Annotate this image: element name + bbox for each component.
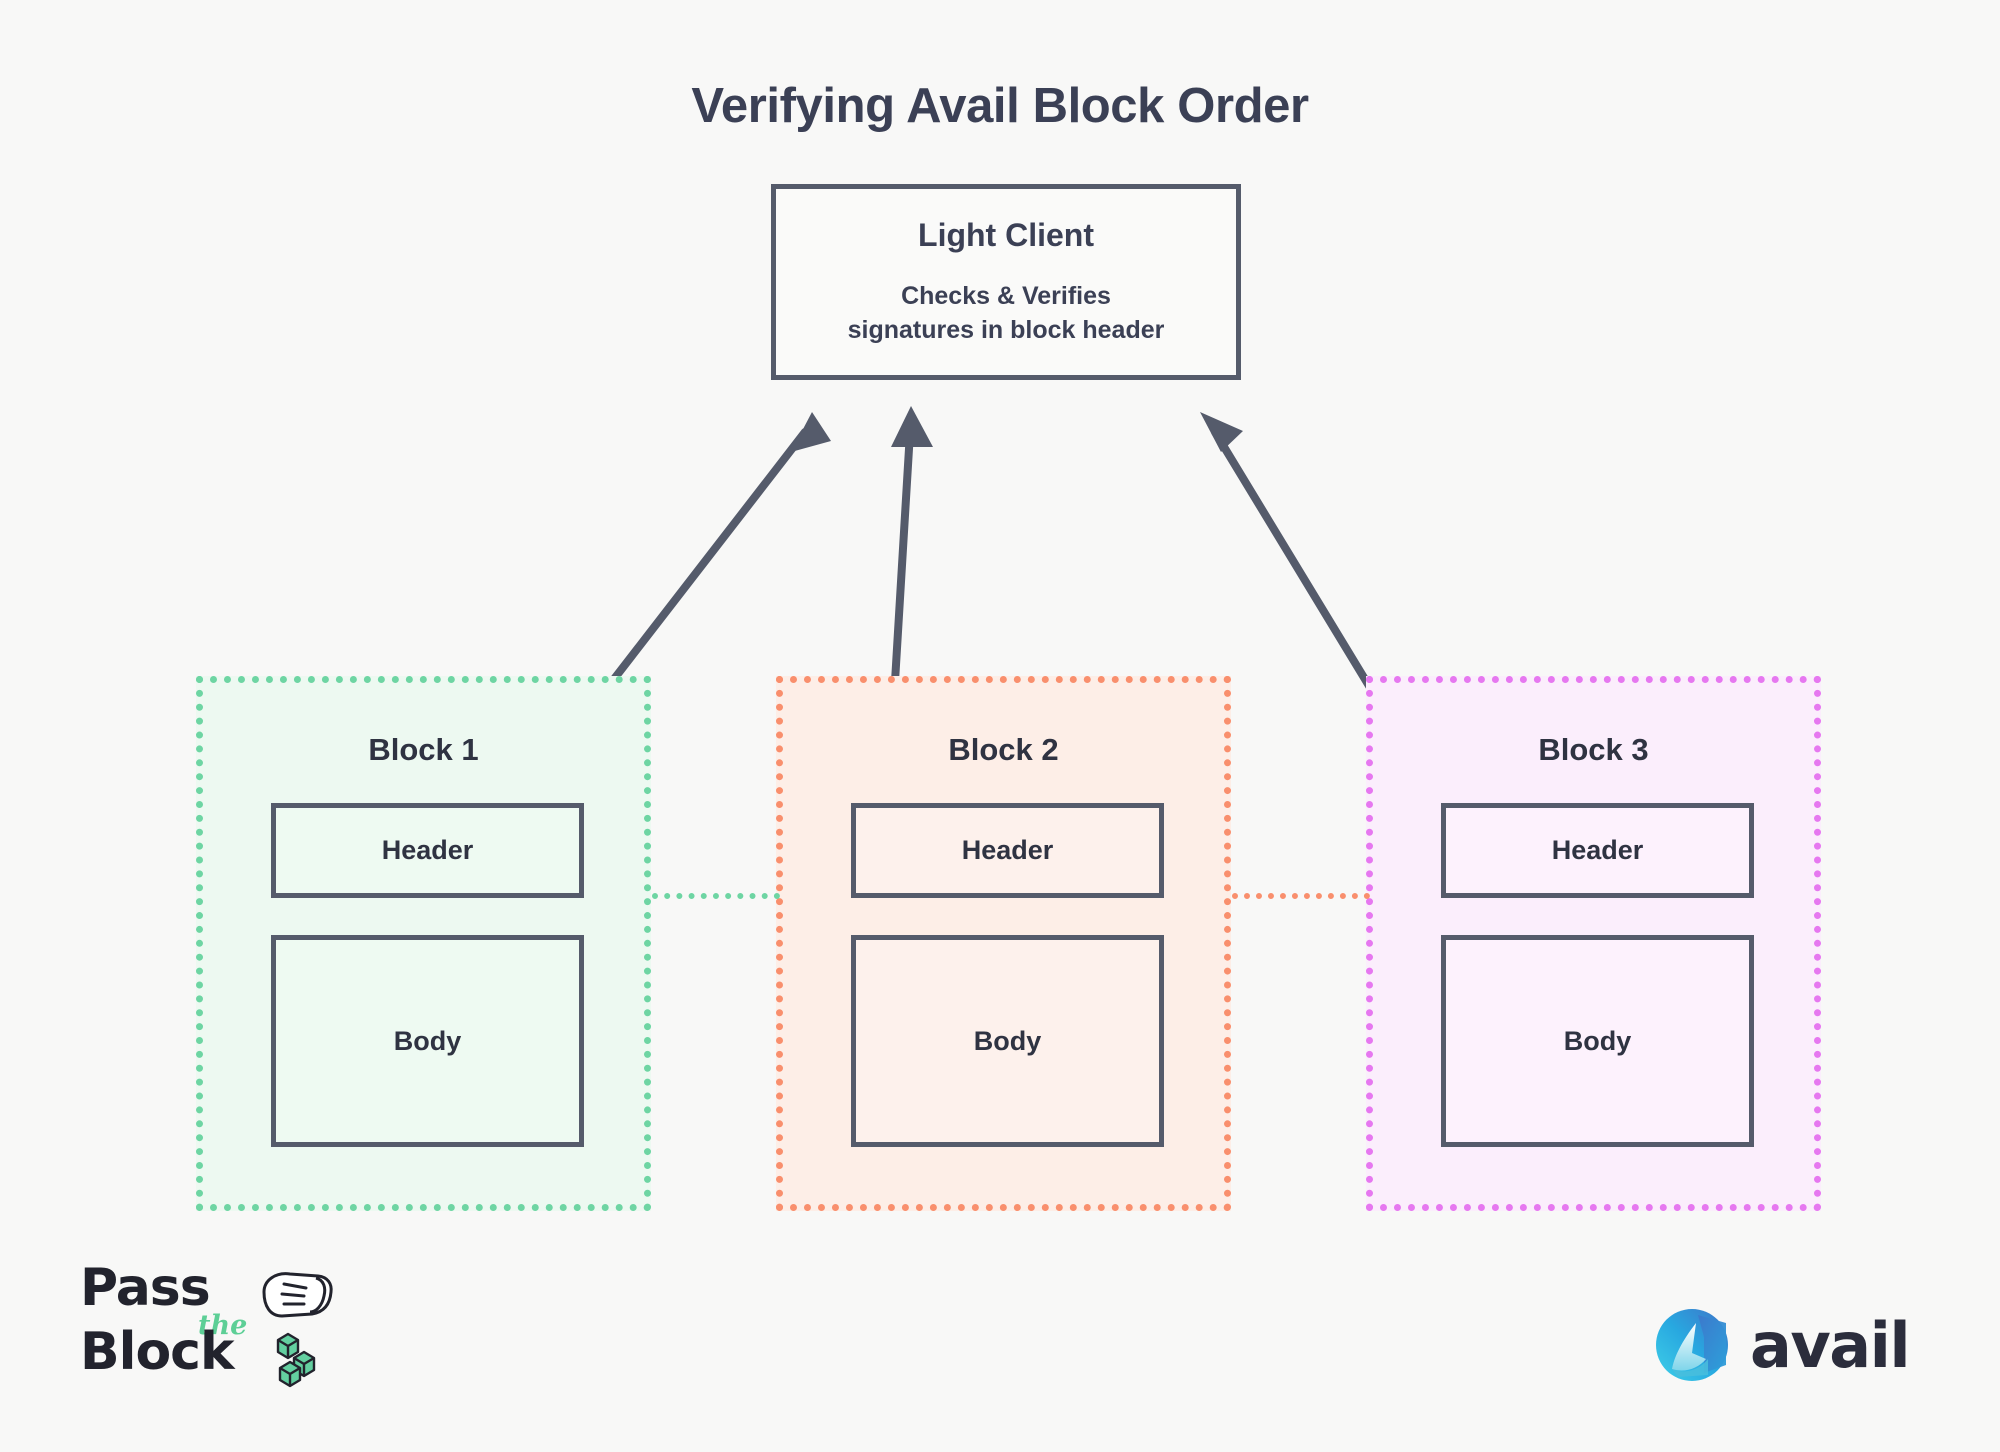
connector-block1-block2: [652, 893, 780, 899]
block-3-body-box: Body: [1441, 935, 1754, 1147]
fist-icon: [262, 1272, 333, 1318]
connector-block2-block3: [1232, 893, 1370, 899]
block-1-body-box: Body: [271, 935, 584, 1147]
block-3-label: Block 3: [1538, 732, 1649, 767]
light-client-description: Checks & Verifies signatures in block he…: [847, 282, 1165, 344]
block-3-header-box: Header: [1441, 803, 1754, 898]
block-2-body-box: Body: [851, 935, 1164, 1147]
avail-wordmark: avail: [1750, 1308, 1911, 1382]
block-group-3: Block 3 Header Body: [1366, 676, 1821, 1211]
light-client-node: Light Client Checks & Verifies signature…: [771, 184, 1241, 380]
block-1-header-box: Header: [271, 803, 584, 898]
block-group-1: Block 1 Header Body: [196, 676, 651, 1211]
block-1-label: Block 1: [368, 732, 479, 767]
ptb-wordmark-block: Block: [80, 1322, 235, 1382]
block-group-2: Block 2 Header Body: [776, 676, 1231, 1211]
blocks-cubes-icon: [276, 1332, 316, 1388]
light-client-title: Light Client: [918, 217, 1094, 254]
avail-mark-icon: [1656, 1309, 1728, 1381]
block-2-header-box: Header: [851, 803, 1164, 898]
ptb-wordmark-pass: Pass: [80, 1258, 211, 1318]
ptb-wordmark-the: the: [198, 1310, 248, 1341]
page-title: Verifying Avail Block Order: [691, 79, 1309, 133]
avail-logo: avail: [1652, 1302, 1932, 1388]
pass-the-block-logo: Pass the Block: [78, 1258, 333, 1393]
block-2-label: Block 2: [948, 732, 1059, 767]
